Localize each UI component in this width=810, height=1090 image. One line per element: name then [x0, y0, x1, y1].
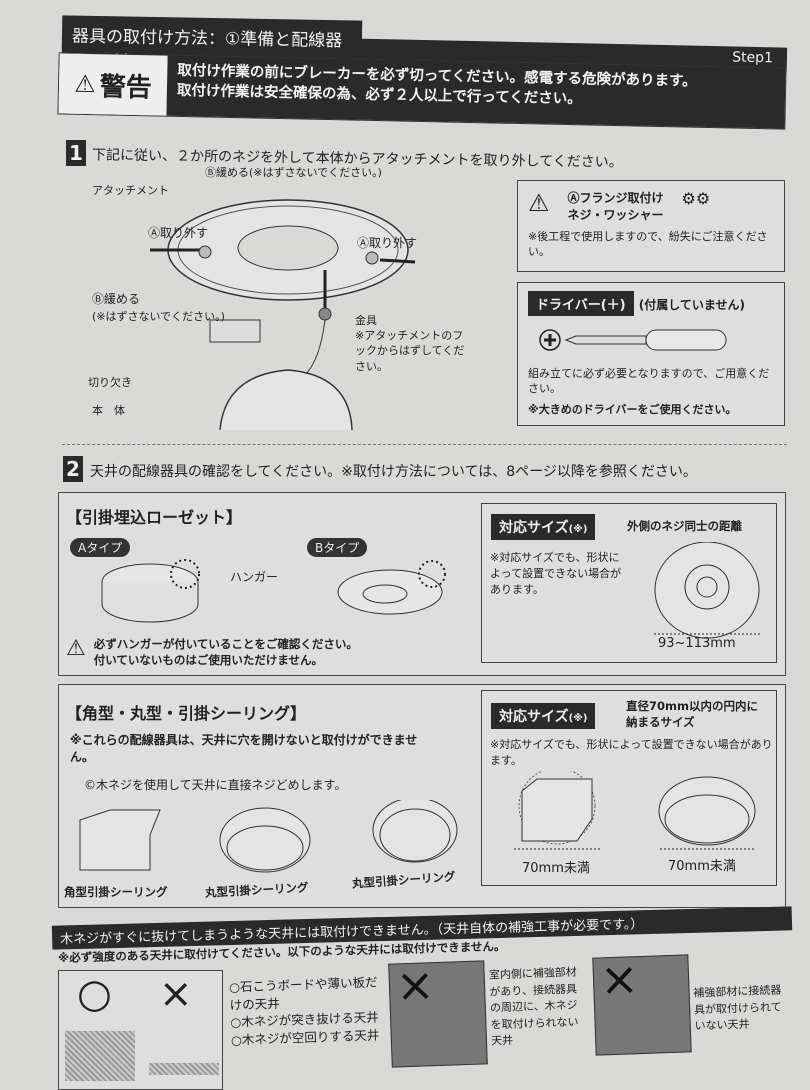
warning-line: 必ずハンガーが付いていることをご確認ください。 — [93, 637, 358, 651]
driver-box: ドライバー(＋) (付属していません) 組み立てに必ず必要となりますので、ご用意… — [517, 282, 785, 426]
flange-note: ※後工程で使用しますので、紛失にご注意ください。 — [528, 230, 768, 259]
divider — [62, 444, 787, 445]
rosette-size-diagram — [654, 542, 760, 639]
ng-case1: 室内側に補強部材があり、接続器具の周辺に、木ネジを取付けられない天井 — [488, 965, 579, 1048]
ceiling-note: ※これらの配線器具は、天井に穴を開けないと取付けができません。 — [70, 733, 418, 765]
label-b-bottom-note: (※はずさないでください。) — [92, 310, 225, 323]
ng-case2-image: × — [592, 951, 692, 1056]
rosette-title: 【引掛埋込ローゼット】 — [66, 508, 243, 527]
ng-list: ○石こうボードや薄い板だけの天井 ○木ネジが突き抜ける天井 ○木ネジが空回りする… — [229, 973, 381, 1048]
driver-not-included: (付属していません) — [638, 298, 745, 312]
rosette-size-box: 対応サイズ(※) 外側のネジ同士の距離 ※対応サイズでも、形状によって設置できな… — [481, 503, 777, 663]
page-title: 器具の取付け方法：①準備と配線器具の確認 — [61, 15, 363, 73]
label-fitting-note: ※アタッチメントのフックからはずしてください。 — [355, 329, 465, 373]
size-label: 対応サイズ — [499, 709, 569, 725]
step-number: 2 — [63, 456, 83, 482]
ceiling-size-box: 対応サイズ(※) 直径70mm以内の円内に納まるサイズ ※対応サイズでも、形状に… — [481, 690, 777, 886]
ng-case2: 補強部材に接続器具が取付けられていない天井 — [693, 983, 782, 1033]
size-value: 70mm未満 — [668, 859, 736, 874]
size-label: 対応サイズ — [499, 520, 569, 536]
ok-ceiling-icon — [65, 1031, 135, 1081]
label-fitting: 金具 — [355, 314, 377, 327]
driver-title: ドライバー(＋) — [528, 291, 634, 316]
label-body: 本 体 — [92, 404, 125, 417]
label-a-left: Ⓐ取り外す — [148, 226, 209, 240]
ok-mark: ○ — [77, 971, 112, 1017]
size-note: ※対応サイズでも、形状によって設置できない場合があります。 — [490, 551, 622, 596]
label-a-right: Ⓐ取り外す — [357, 236, 418, 250]
ceiling-diagram — [79, 800, 458, 873]
warning-icon: ⚠ — [66, 636, 86, 661]
type-a-badge: Aタイプ — [70, 538, 131, 557]
warning-icon: ⚠ — [74, 69, 97, 99]
step-number: 1 — [66, 140, 86, 166]
size-value: 93~113mm — [658, 636, 736, 651]
ng-mark: × — [395, 957, 436, 1013]
hanger-warning: ⚠ 必ずハンガーが付いていることをご確認ください。付いていないものはご使用いただ… — [66, 636, 358, 668]
type-b-badge: Bタイプ — [307, 538, 368, 557]
size-note: ※対応サイズでも、形状によって設置できない場合があります。 — [490, 738, 773, 767]
size-mark: (※) — [568, 524, 588, 535]
step-label: Step1 — [731, 49, 774, 67]
label-notch: 切り欠き — [88, 376, 132, 389]
driver-note: 組み立てに必ず必要となりますので、ご用意ください。 — [528, 367, 770, 396]
size-mark: (※) — [568, 713, 588, 724]
ng-list-item: ○石こうボードや薄い板だけの天井 — [228, 974, 378, 1013]
hanger-label: ハンガー — [230, 570, 279, 584]
screw-note: ©木ネジを使用して天井に直接ネジどめします。 — [84, 778, 347, 792]
ceiling-item: 角型引掛シーリング — [64, 885, 168, 899]
flange-title: ネジ・ワッシャー — [567, 208, 664, 222]
label-b-top: Ⓑ緩める(※はずさないでください。) — [205, 166, 382, 179]
ceiling-size-diagram — [514, 771, 756, 850]
ceiling-title: 【角型・丸型・引掛シーリング】 — [66, 704, 307, 723]
screwdriver-icon — [539, 329, 727, 351]
warning-line: 付いていないものはご使用いただけません。 — [93, 653, 324, 668]
ok-ng-panel: ○ × — [58, 970, 223, 1090]
ng-ceiling-icon — [149, 1063, 219, 1075]
size-value: 70mm未満 — [522, 861, 590, 876]
screw-icon: ⚙⚙ — [681, 189, 711, 208]
step2-instruction: 天井の配線器具の確認をしてください。※取付け方法については、8ページ以降を参照く… — [90, 464, 697, 480]
label-attachment: アタッチメント — [92, 184, 169, 197]
attachment-diagram — [150, 199, 416, 430]
label-b-bottom: Ⓑ緩める — [92, 292, 141, 306]
size-desc: 外側のネジ同士の距離 — [627, 519, 742, 533]
rosette-diagram — [101, 559, 446, 623]
ng-case1-image: × — [388, 957, 488, 1068]
warning-icon: ⚠ — [528, 189, 550, 217]
size-desc: 直径70mm以内の円内に納まるサイズ — [626, 699, 758, 729]
flange-screw-box: ⚠ Ⓐフランジ取付けネジ・ワッシャー ⚙⚙ ※後工程で使用しますので、紛失にご注… — [517, 180, 785, 272]
ng-mark: × — [159, 971, 193, 1017]
ng-mark: × — [599, 951, 640, 1007]
flange-title: Ⓐフランジ取付け — [567, 191, 664, 205]
driver-note2: ※大きめのドライバーをご使用ください。 — [528, 402, 737, 416]
warning-label: 警告 — [99, 71, 153, 103]
